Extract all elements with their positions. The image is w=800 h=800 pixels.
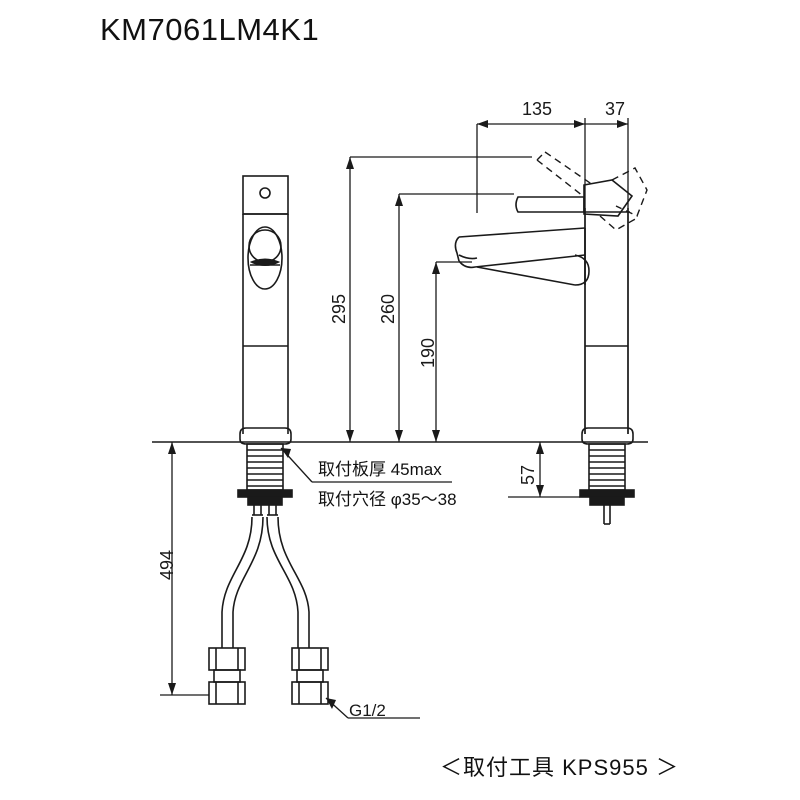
dimension-57: [508, 442, 580, 498]
mounting-hole-diameter-note: 取付穴径 φ35〜38: [318, 490, 457, 509]
dimension-label-190: 190: [418, 337, 438, 368]
dimension-label-37: 37: [605, 99, 626, 119]
page-title: KM7061LM4K1: [100, 12, 320, 47]
note-leader-lines: [280, 447, 452, 719]
thread-spec-label: G1/2: [349, 701, 386, 720]
side-view-faucet: [454, 151, 648, 525]
front-view-faucet: [237, 175, 293, 516]
dimension-label-135: 135: [522, 99, 553, 119]
dimension-label-295: 295: [329, 293, 349, 324]
dimension-494: [160, 442, 209, 696]
dimension-260: [395, 193, 514, 442]
supply-hoses: [221, 516, 310, 648]
dimension-label-57: 57: [518, 464, 538, 485]
mounting-tool-caption: ＜取付工具 KPS955 ＞: [440, 755, 679, 780]
dimension-135-37: [476, 118, 629, 434]
dimension-label-260: 260: [378, 293, 398, 324]
dimension-190: [432, 261, 472, 442]
dimension-295: [346, 156, 532, 442]
hose-fittings: [208, 647, 329, 705]
mounting-plate-thickness-note: 取付板厚 45max: [318, 460, 442, 479]
dimension-label-494: 494: [157, 549, 177, 580]
